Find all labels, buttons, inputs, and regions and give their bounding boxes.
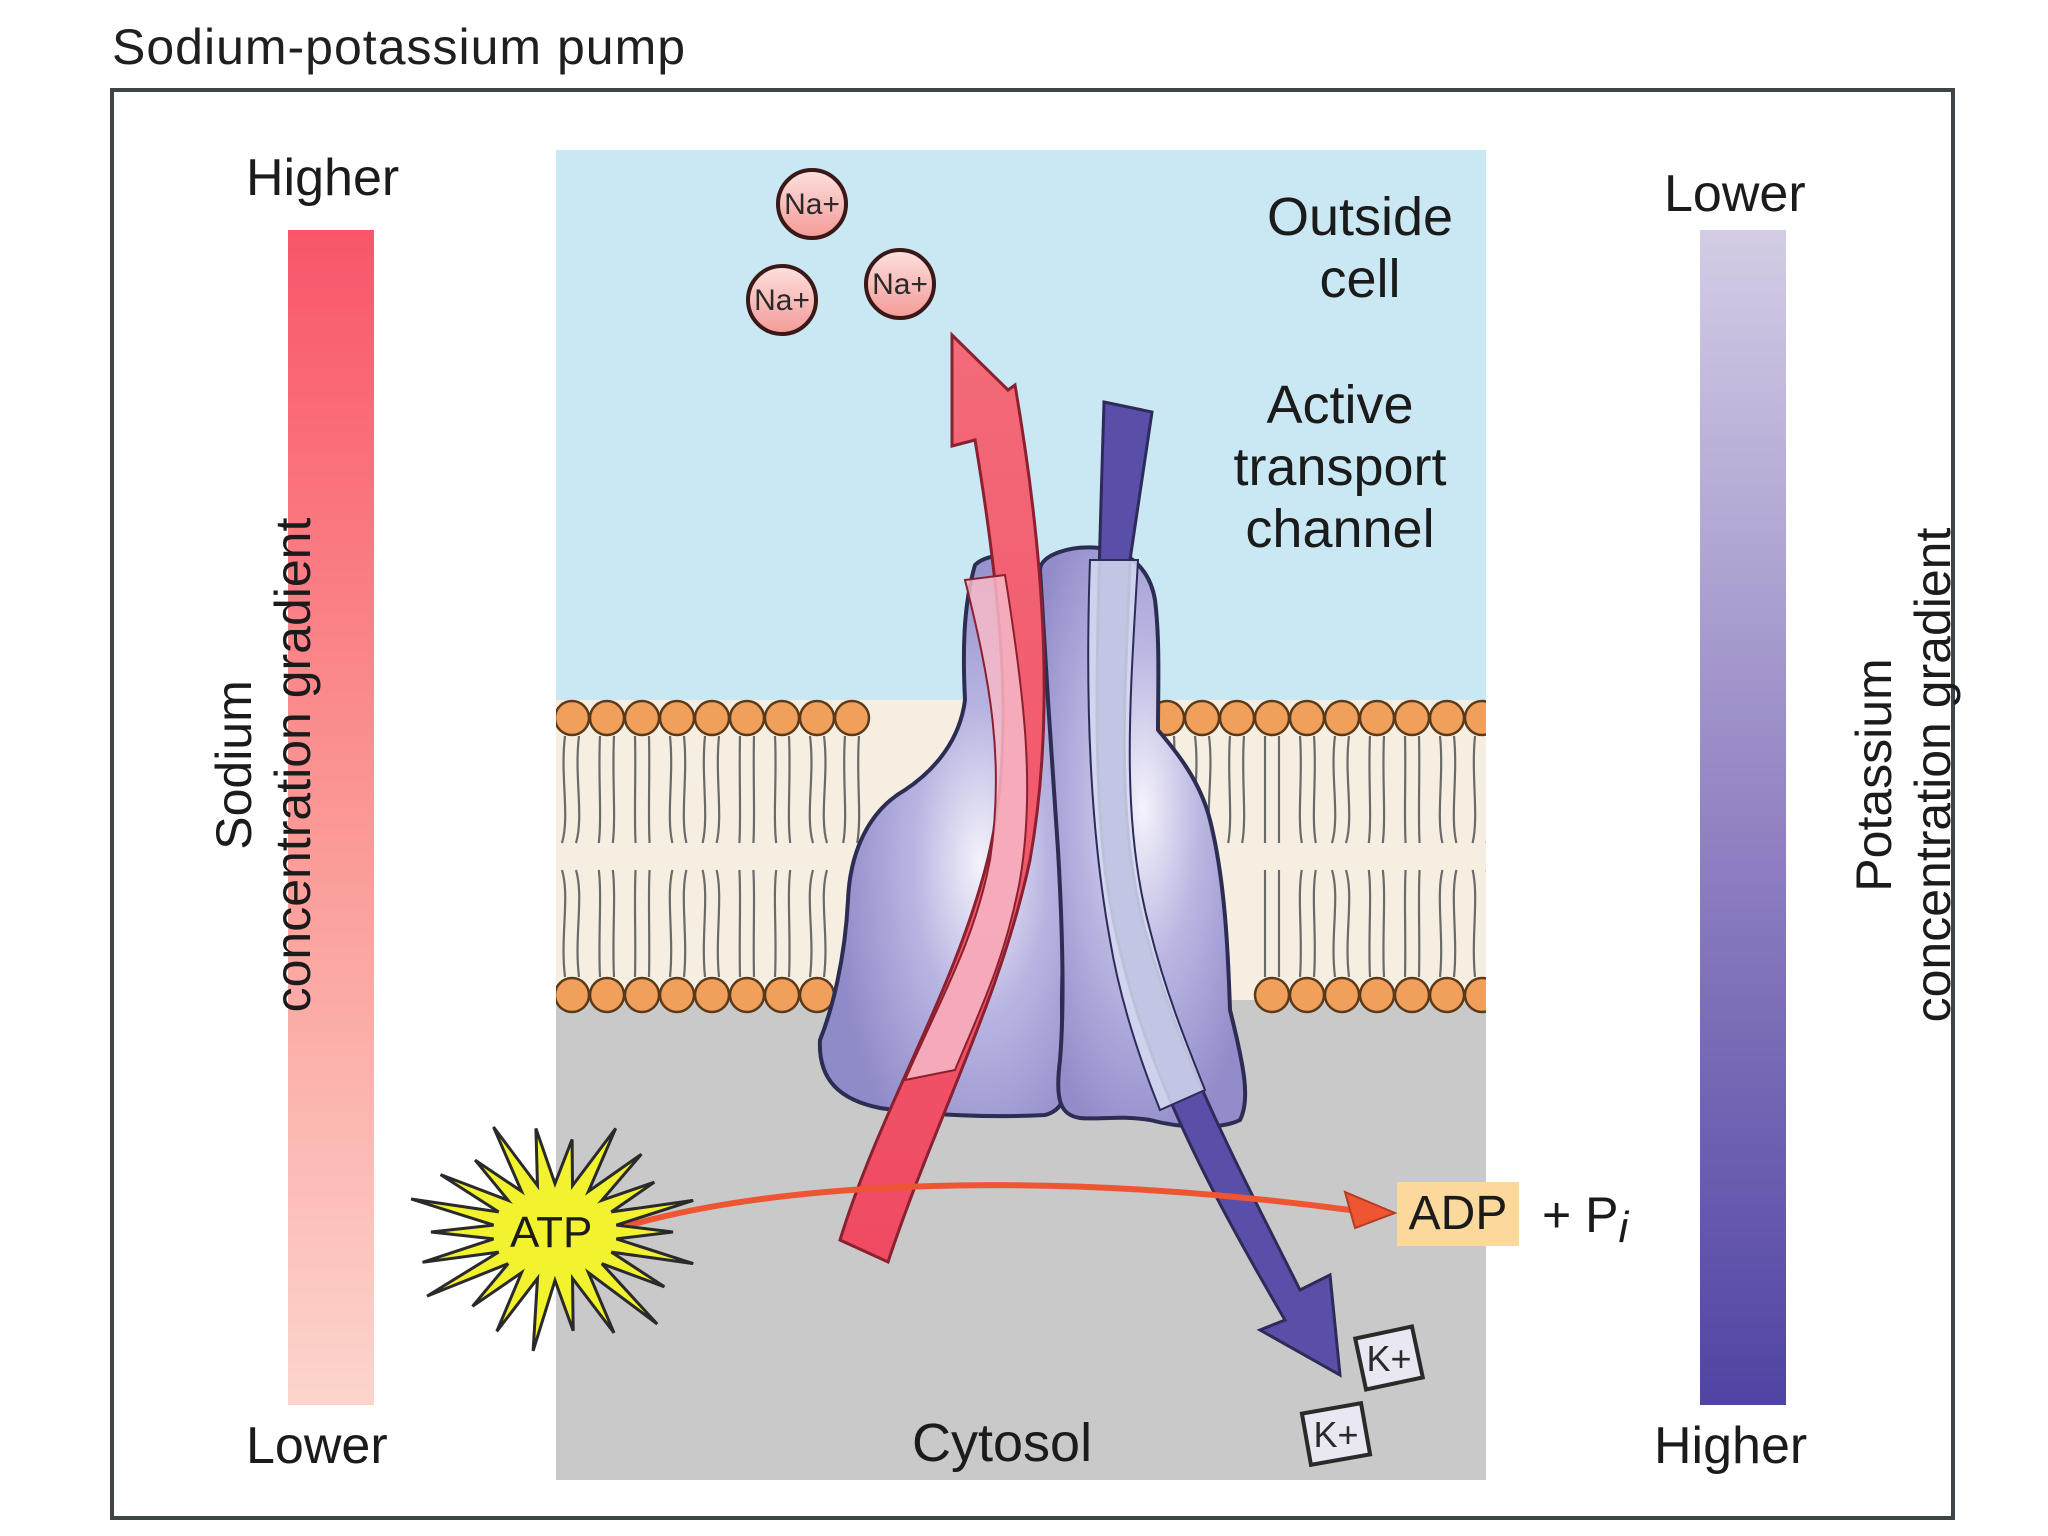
phosphate-subscript: i <box>1618 1203 1629 1252</box>
sodium-gradient-bar <box>288 230 374 1405</box>
active-transport-channel-label: Active transport channel <box>1190 374 1490 560</box>
outside-cell-label: Outside cell <box>1240 186 1480 310</box>
phosphate-plus: + P <box>1542 1187 1619 1243</box>
outside-cell-label-line2: cell <box>1319 249 1401 310</box>
potassium-ion-label-2: K+ <box>1313 1414 1359 1455</box>
potassium-ion-label-1: K+ <box>1366 1338 1412 1379</box>
potassium-higher-label: Higher <box>1654 1417 1808 1475</box>
potassium-ion-1 <box>1352 1324 1426 1392</box>
outside-cell-label-line1: Outside <box>1266 187 1454 247</box>
lipid-bilayer <box>556 699 1486 1014</box>
phosphate-label: + Pi <box>1542 1186 1628 1252</box>
adp-label: ADP <box>1397 1182 1519 1246</box>
channel-label-line2: transport <box>1233 437 1447 498</box>
diagram-title: Sodium-potassium pump <box>112 19 687 75</box>
potassium-lower-label: Lower <box>1664 165 1806 223</box>
sodium-ion-label-3: Na+ <box>872 268 928 301</box>
sodium-ion-2 <box>746 264 818 336</box>
potassium-gradient-bar <box>1700 230 1786 1405</box>
sodium-ion-label-1: Na+ <box>784 188 840 221</box>
diagram-frame <box>110 88 1955 1520</box>
channel-label-line1: Active <box>1266 375 1414 435</box>
atp-label: ATP <box>510 1208 593 1257</box>
cytosol-label: Cytosol <box>912 1413 1093 1473</box>
sodium-lower-label: Lower <box>246 1417 388 1475</box>
sodium-ion-label-2: Na+ <box>754 284 810 317</box>
atp-burst <box>410 1126 694 1352</box>
reaction-arrow <box>619 1182 1351 1231</box>
channel-label-line3: channel <box>1245 499 1435 560</box>
sodium-higher-label: Higher <box>246 149 400 207</box>
sodium-ion-1 <box>776 168 848 240</box>
sodium-ion-3 <box>864 248 936 320</box>
potassium-ion-2 <box>1299 1400 1373 1468</box>
